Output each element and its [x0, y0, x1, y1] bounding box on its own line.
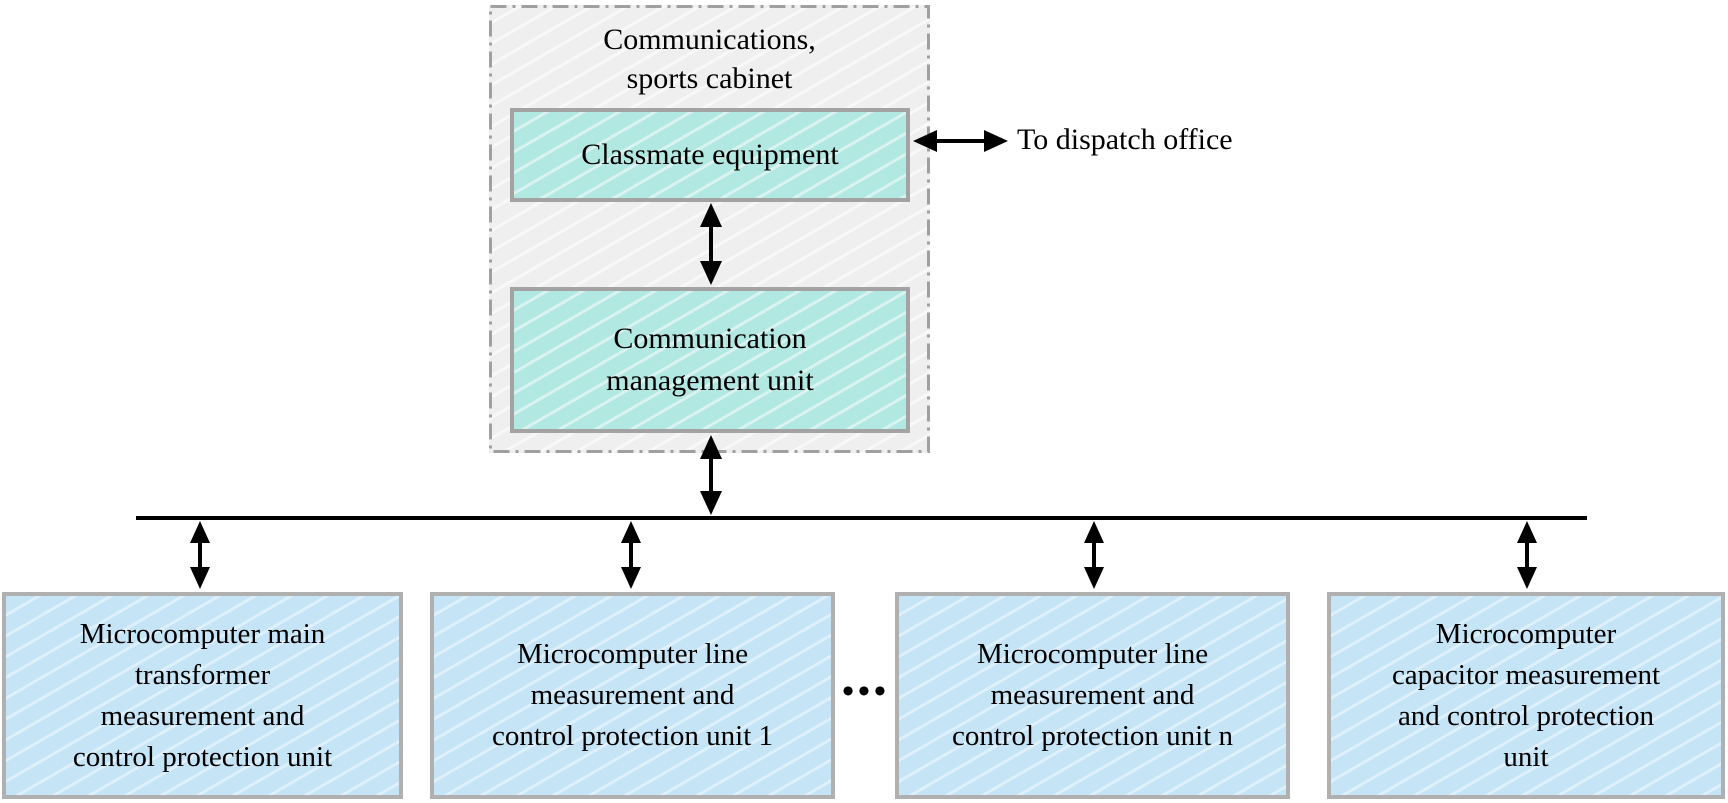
arrowhead-up-icon: [621, 521, 641, 543]
arrowhead-up-icon: [1084, 521, 1104, 543]
arrow-bus-to-capacitor-unit: [1517, 521, 1537, 589]
line-unit-1-label: Microcomputer line measurement and contr…: [491, 638, 774, 752]
communication-management-unit-label: Communication management unit: [606, 322, 814, 397]
main-transformer-unit-label: Microcomputer main transformer measureme…: [72, 617, 333, 773]
cabinet-title: Communications, sports cabinet: [603, 23, 816, 95]
arrow-bus-to-line-unit-n: [1084, 521, 1104, 589]
main-transformer-unit-box: Microcomputer main transformer measureme…: [2, 592, 403, 799]
arrowhead-down-icon: [700, 491, 722, 515]
arrow-bus-to-main-transformer-unit: [190, 521, 210, 589]
to-dispatch-office-label: To dispatch office: [1017, 123, 1233, 156]
arrowhead-up-icon: [190, 521, 210, 543]
arrowhead-down-icon: [621, 567, 641, 589]
classmate-equipment-box: Classmate equipment: [510, 108, 910, 202]
arrow-bus-to-line-unit-1: [621, 521, 641, 589]
line-unit-n-box: Microcomputer line measurement and contr…: [895, 592, 1290, 799]
units-ellipsis: •••: [842, 673, 890, 710]
capacitor-unit-box: Microcomputer capacitor measurement and …: [1327, 592, 1725, 799]
classmate-equipment-label: Classmate equipment: [581, 138, 839, 171]
line-unit-n-label: Microcomputer line measurement and contr…: [951, 638, 1234, 752]
line-unit-1-box: Microcomputer line measurement and contr…: [430, 592, 835, 799]
communication-management-unit-box: Communication management unit: [510, 287, 910, 433]
arrowhead-down-icon: [1084, 567, 1104, 589]
arrowhead-down-icon: [190, 567, 210, 589]
arrowhead-right-icon: [984, 130, 1008, 152]
capacitor-unit-label: Microcomputer capacitor measurement and …: [1391, 617, 1661, 773]
arrowhead-down-icon: [1517, 567, 1537, 589]
arrowhead-up-icon: [1517, 521, 1537, 543]
